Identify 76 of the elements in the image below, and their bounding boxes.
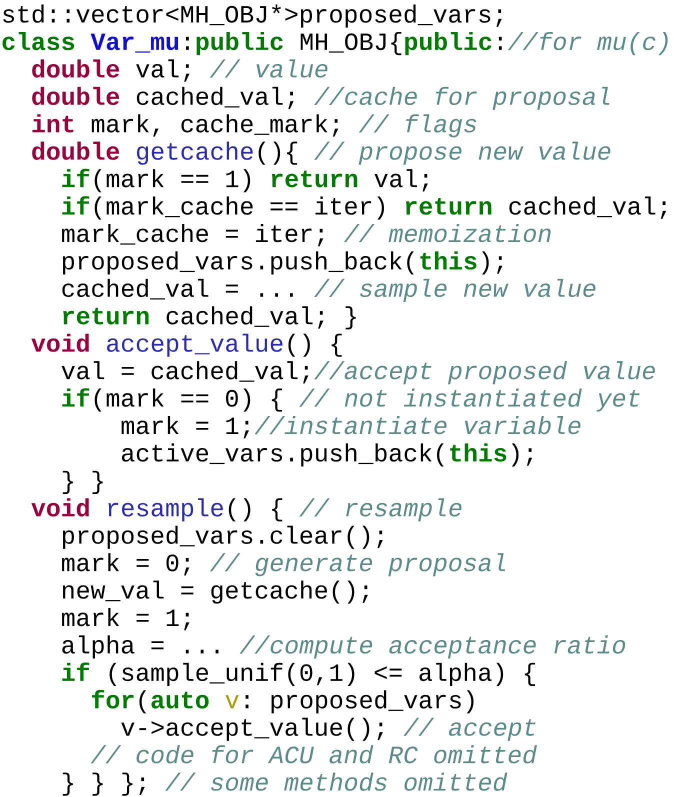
code-text: val;: [374, 169, 428, 192]
code-text: cached_val; }: [166, 306, 356, 330]
type-keyword: double: [32, 86, 120, 106]
code-keyword: if: [62, 168, 90, 188]
code-text: (mark_cache == iter): [94, 196, 384, 220]
code-keyword: this: [450, 443, 506, 462]
function-name: getcache: [137, 142, 253, 165]
code-text: :: [186, 36, 189, 50]
code-text: alpha = ...: [62, 635, 218, 659]
code-text: new_val = getcache();: [62, 580, 368, 604]
code-keyword: auto: [152, 692, 209, 708]
code-text: (: [139, 690, 146, 714]
code-comment: // flags: [358, 114, 476, 138]
code-text: mark_cache = iter;: [62, 224, 324, 246]
code-keyword: return: [63, 308, 149, 324]
code-keyword: if: [62, 388, 90, 407]
type-keyword: void: [31, 498, 89, 516]
function-name: accept_value: [107, 334, 282, 357]
code-text: proposed_vars.push_back(: [62, 251, 414, 275]
code-comment: // code for ACU and RC omitted: [90, 745, 537, 764]
code-text: mark = 1;: [62, 608, 190, 630]
code-comment: // not instantiated yet: [299, 388, 640, 412]
code-comment: // some methods omitted: [165, 772, 508, 791]
code-text: );: [482, 251, 502, 275]
code-text: (mark == 0) {: [94, 388, 282, 412]
code-keyword: if: [62, 196, 90, 214]
code-text: : proposed_vars): [246, 690, 474, 714]
code-comment: //instantiate variable: [254, 416, 580, 434]
code-comment: //compute acceptance ratio: [240, 635, 626, 659]
code-comment: // resample: [299, 498, 462, 522]
code-comment: // propose new value: [314, 142, 610, 165]
code-keyword: class: [2, 32, 74, 50]
function-name: resample: [108, 498, 223, 522]
code-text: (sample_unif(0,1) <= alpha) {: [110, 662, 535, 686]
code-text: (){: [258, 142, 298, 165]
code-comment: // accept: [404, 718, 536, 741]
code-comment: //for mu(c): [508, 32, 668, 56]
code-keyword: for: [92, 690, 134, 708]
code-comment: //accept proposed value: [314, 361, 655, 384]
code-keyword: public: [405, 32, 492, 56]
code-text: () {: [288, 334, 342, 357]
type-keyword: int: [32, 114, 74, 132]
code-text: );: [512, 443, 532, 467]
variable-name: v: [226, 695, 239, 708]
code-comment: //cache for proposal: [314, 86, 610, 110]
type-keyword: double: [32, 59, 120, 78]
code-text: cached_val = ...: [62, 278, 293, 300]
code-comment: // value: [210, 59, 328, 78]
code-text: std::vector<MH_OBJ*>proposed_vars;: [3, 4, 502, 28]
code-keyword: if: [62, 662, 90, 681]
code-keyword: this: [420, 251, 476, 270]
code-text: v->accept_value();: [121, 718, 383, 741]
class-name: Var_mu: [90, 34, 178, 53]
code-text: } } };: [62, 772, 145, 796]
code-text: () {: [228, 498, 282, 522]
type-keyword: void: [31, 334, 89, 352]
code-comment: // memoization: [344, 224, 551, 242]
code-text: cached_val;: [136, 86, 294, 110]
code-text: val;: [136, 59, 190, 82]
code-text: mark = 1;: [122, 416, 249, 438]
code-text: mark, cache_mark;: [92, 114, 338, 137]
code-text: active_vars.push_back(: [122, 443, 444, 467]
code-keyword: return: [272, 170, 358, 188]
code-text: val = cached_val;: [62, 361, 308, 384]
code-text: MH_OBJ{: [300, 32, 402, 56]
code-text: mark = 0;: [62, 553, 190, 576]
code-keyword: public: [196, 32, 283, 56]
code-text: cached_val;: [509, 196, 666, 219]
code-text: } }: [62, 470, 103, 494]
type-keyword: double: [32, 142, 120, 160]
code-keyword: return: [406, 198, 492, 215]
code-text: proposed_vars.clear();: [62, 526, 383, 549]
code-text: :: [498, 36, 502, 50]
code-text: (mark == 1): [94, 169, 250, 192]
code-comment: // sample new value: [314, 278, 596, 302]
code-comment: // generate proposal: [210, 553, 506, 576]
